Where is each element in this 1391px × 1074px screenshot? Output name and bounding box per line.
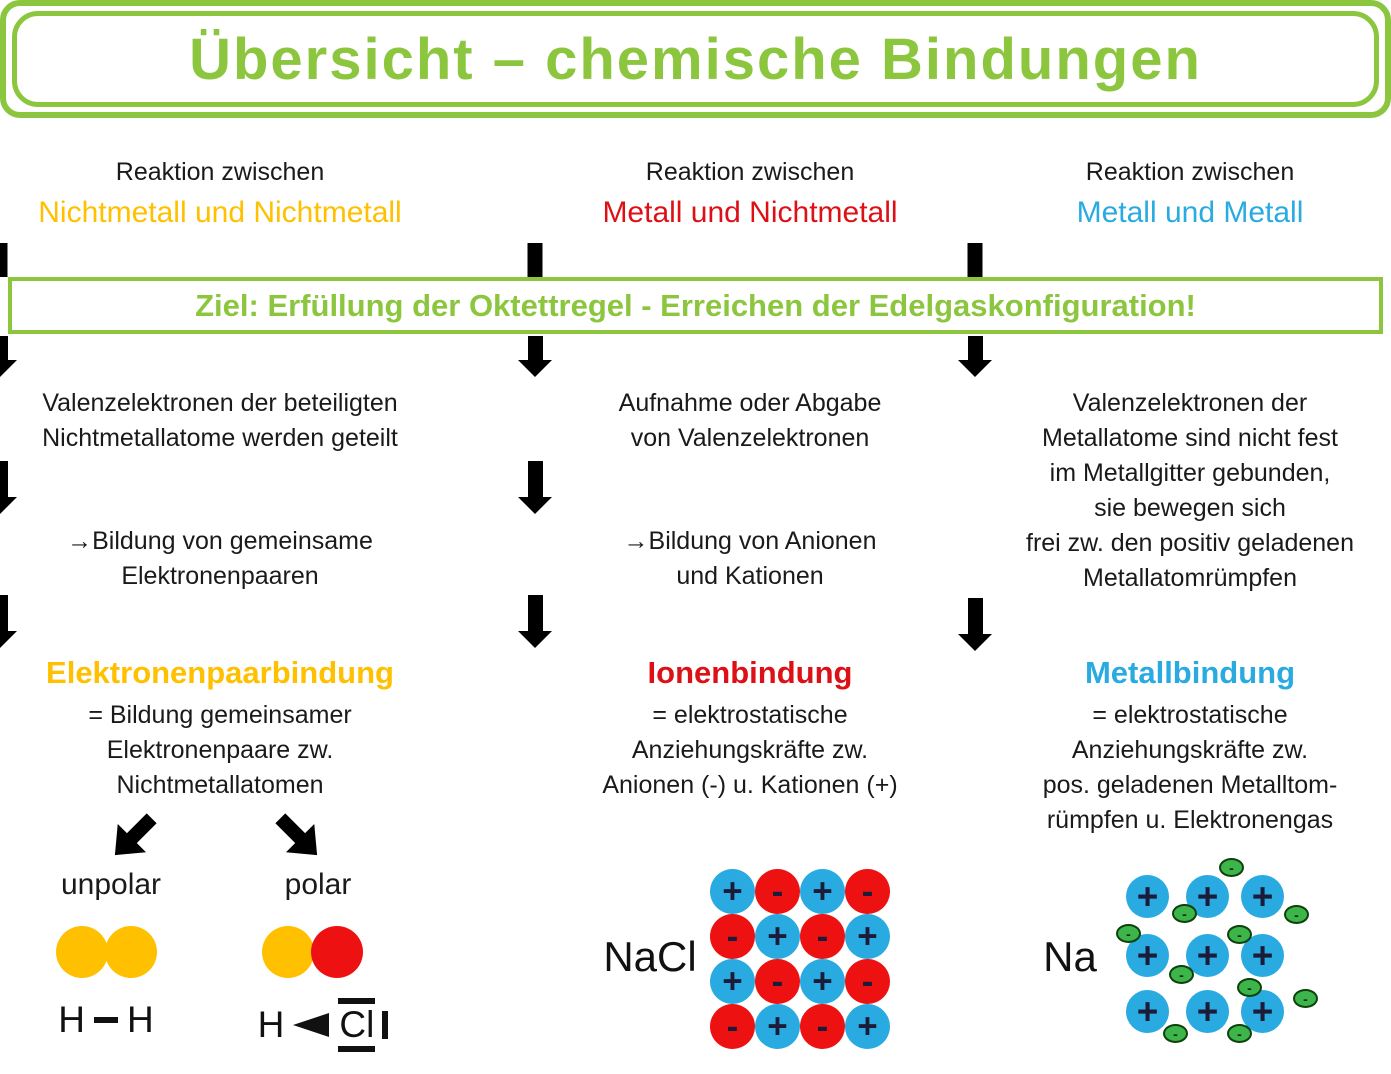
free-electron-icon: -	[1284, 905, 1309, 924]
bond-definition-covalent: = Bildung gemeinsamer Elektronenpaare zw…	[88, 701, 352, 799]
hcl-formula: H Cl	[238, 990, 408, 1060]
h-symbol: H	[127, 999, 154, 1040]
connector-stub	[527, 243, 543, 277]
unpolar-atom-circle	[56, 926, 108, 978]
connector-stub	[0, 243, 8, 277]
reaction-label: Reaktion zwischen	[115, 158, 325, 186]
metal-cation-circle: +	[1126, 875, 1169, 918]
down-arrow-icon	[518, 595, 552, 648]
cation-circle: +	[800, 959, 845, 1004]
reactants-metal-nonmetal: Metall und Nichtmetall	[602, 196, 898, 229]
h-symbol: H	[58, 999, 85, 1040]
hh-formula: H H	[36, 998, 176, 1042]
down-arrow-icon	[518, 461, 552, 514]
reaction-label: Reaktion zwischen	[645, 158, 855, 186]
metal-cation-circle: +	[1241, 875, 1284, 918]
step-shared-pairs: →Bildung von gemeinsame Elektronenpaaren	[67, 527, 373, 590]
polarity-wedge-icon	[293, 1013, 330, 1037]
cation-circle: +	[800, 869, 845, 914]
single-bond-icon	[94, 1017, 118, 1023]
step-ion-formation: →Bildung von Anionen und Kationen	[623, 527, 877, 590]
free-electron-icon: -	[1169, 965, 1194, 984]
unpolar-label: unpolar	[60, 868, 162, 901]
goal-banner-text: Ziel: Erfüllung der Oktettregel - Erreic…	[195, 287, 1196, 323]
down-arrow-icon	[518, 336, 552, 377]
cation-circle: +	[710, 959, 755, 1004]
step-electron-transfer: Aufnahme oder Abgabe von Valenzelektrone…	[618, 389, 882, 452]
title-frame: Übersicht – chemische Bindungen	[12, 11, 1379, 107]
free-electron-icon: -	[1227, 925, 1252, 944]
goal-banner: Ziel: Erfüllung der Oktettregel - Erreic…	[8, 277, 1383, 334]
polar-label: polar	[284, 868, 352, 901]
nacl-ion-lattice: +-+--+-++-+--+-+	[710, 869, 890, 1049]
metal-cation-circle: +	[1186, 875, 1229, 918]
reactants-nonmetal-nonmetal: Nichtmetall und Nichtmetall	[38, 196, 402, 229]
free-electron-icon: -	[1116, 924, 1141, 943]
page-title: Übersicht – chemische Bindungen	[189, 26, 1202, 92]
free-electron-icon: -	[1172, 904, 1197, 923]
bond-name-covalent: Elektronenpaarbindung	[46, 655, 394, 690]
metal-cation-circle: +	[1186, 990, 1229, 1033]
down-arrow-icon	[0, 595, 17, 648]
na-label: Na	[1043, 933, 1097, 980]
connector-stub	[967, 243, 983, 277]
metal-cation-circle: +	[1186, 934, 1229, 977]
bond-name-ionic: Ionenbindung	[647, 655, 853, 690]
bond-name-metallic: Metallbindung	[1084, 655, 1296, 690]
free-electron-icon: -	[1163, 1024, 1188, 1043]
free-electron-icon: -	[1219, 858, 1244, 877]
metal-cation-circle: +	[1241, 990, 1284, 1033]
down-arrow-icon	[958, 336, 992, 377]
step-valence-shared: Valenzelektronen der beteiligten Nichtme…	[42, 389, 398, 452]
free-electron-icon: -	[1227, 1024, 1252, 1043]
nacl-label: NaCl	[603, 933, 697, 980]
down-arrow-icon	[958, 598, 992, 651]
anion-circle: -	[710, 1004, 755, 1049]
cation-circle: +	[845, 914, 890, 959]
bond-definition-ionic: = elektrostatische Anziehungskräfte zw. …	[602, 701, 898, 799]
title-outer-frame	[0, 0, 1391, 118]
cation-circle: +	[845, 1004, 890, 1049]
cation-circle: +	[755, 914, 800, 959]
anion-circle: -	[755, 869, 800, 914]
h-symbol: H	[257, 1004, 285, 1045]
diagonal-arrow-down-right-icon	[275, 813, 318, 856]
free-electron-icon: -	[1293, 989, 1318, 1008]
metal-cation-circle: +	[1126, 990, 1169, 1033]
anion-circle: -	[755, 959, 800, 1004]
anion-circle: -	[800, 1004, 845, 1049]
metal-cation-circle: +	[1241, 934, 1284, 977]
reactants-metal-metal: Metall und Metall	[1076, 196, 1304, 229]
step-free-electrons: Valenzelektronen der Metallatome sind ni…	[1026, 389, 1354, 592]
anion-circle: -	[845, 959, 890, 1004]
diagonal-arrow-down-left-icon	[114, 813, 157, 856]
polar-atom-circle-orange	[262, 926, 314, 978]
bond-definition-metallic: = elektrostatische Anziehungskräfte zw. …	[1042, 701, 1338, 834]
down-arrow-icon	[0, 336, 17, 377]
metal-cation-circle: +	[1126, 934, 1169, 977]
anion-circle: -	[710, 914, 755, 959]
down-arrow-icon	[0, 461, 17, 514]
cation-circle: +	[710, 869, 755, 914]
cl-symbol-with-lone-pairs: Cl	[338, 998, 376, 1052]
reaction-label: Reaktion zwischen	[1085, 158, 1295, 186]
unpolar-atom-circle	[105, 926, 157, 978]
anion-circle: -	[800, 914, 845, 959]
anion-circle: -	[845, 869, 890, 914]
free-electron-icon: -	[1237, 978, 1262, 997]
lone-pair-bar-icon	[382, 1011, 389, 1039]
cation-circle: +	[755, 1004, 800, 1049]
polar-atom-circle-red	[311, 926, 363, 978]
